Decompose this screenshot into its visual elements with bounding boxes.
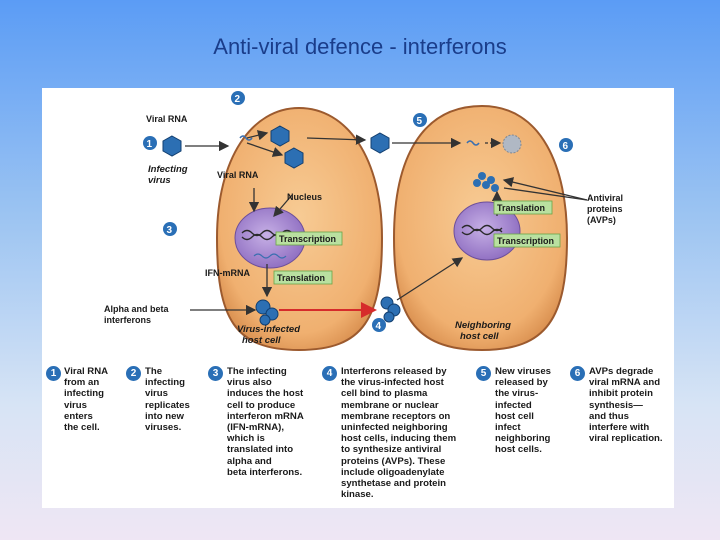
degraded-virus-icon	[502, 134, 522, 154]
svg-text:4: 4	[376, 321, 382, 332]
antiviral-label-2: proteins	[587, 204, 623, 214]
step-number-6: 6	[559, 138, 573, 152]
infecting-virus-label-1: Infecting	[148, 164, 188, 175]
alpha-beta-label-1: Alpha and beta	[104, 304, 170, 314]
transcription-box-right	[493, 233, 561, 248]
infected-cell-label-2: host cell	[242, 335, 281, 346]
mrna-left	[253, 253, 287, 259]
interferon-icon	[255, 296, 401, 326]
step-number-5: 5	[413, 113, 427, 127]
caption-number-5: 5	[476, 366, 491, 381]
interferon-diagram: Transcription Translation Translation Tr…	[104, 91, 623, 352]
viral-rna-inner-label: Viral RNA	[217, 170, 259, 180]
caption-number-1: 1	[46, 366, 61, 381]
virus-icon	[162, 125, 390, 169]
svg-text:1: 1	[147, 139, 153, 150]
alpha-beta-label-2: interferons	[104, 315, 151, 325]
neighboring-cell-label-1: Neighboring	[455, 320, 511, 331]
translation-box-right	[493, 200, 553, 215]
step-number-2: 2	[231, 91, 245, 105]
slide-title: Anti-viral defence - interferons	[213, 34, 507, 59]
svg-text:6: 6	[563, 141, 569, 152]
step-number-3: 3	[163, 222, 177, 236]
translation-box-left	[273, 270, 333, 285]
viral-rna-label: Viral RNA	[146, 114, 188, 124]
step-number-1: 1	[143, 136, 157, 150]
transcription-label: Transcription	[279, 234, 336, 244]
caption-number-2: 2	[126, 366, 141, 381]
viral-rna-icon	[239, 135, 253, 141]
caption-number-6: 6	[570, 366, 585, 381]
diagram-panel: Transcription Translation Translation Tr…	[42, 88, 674, 508]
svg-text:2: 2	[235, 94, 241, 105]
step-number-4: 4	[372, 318, 386, 332]
ifn-mrna-label: IFN-mRNA	[205, 268, 250, 278]
antiviral-label-1: Antiviral	[587, 193, 623, 203]
svg-text:5: 5	[417, 116, 423, 127]
nucleus-label: Nucleus	[287, 192, 322, 202]
translation-label: Translation	[277, 273, 325, 283]
infected-cell-label-1: Virus-infected	[237, 324, 300, 335]
transcription-box-left	[275, 231, 343, 246]
antiviral-label-3: (AVPs)	[587, 215, 616, 225]
infecting-virus-label-2: virus	[148, 175, 171, 186]
avp-cluster-icon	[473, 172, 499, 192]
neighboring-cell-label-2: host cell	[460, 331, 499, 342]
transcription-right-label: Transcription	[497, 236, 554, 246]
svg-text:3: 3	[167, 225, 173, 236]
caption-number-3: 3	[208, 366, 223, 381]
translation-right-label: Translation	[497, 203, 545, 213]
caption-number-4: 4	[322, 366, 337, 381]
